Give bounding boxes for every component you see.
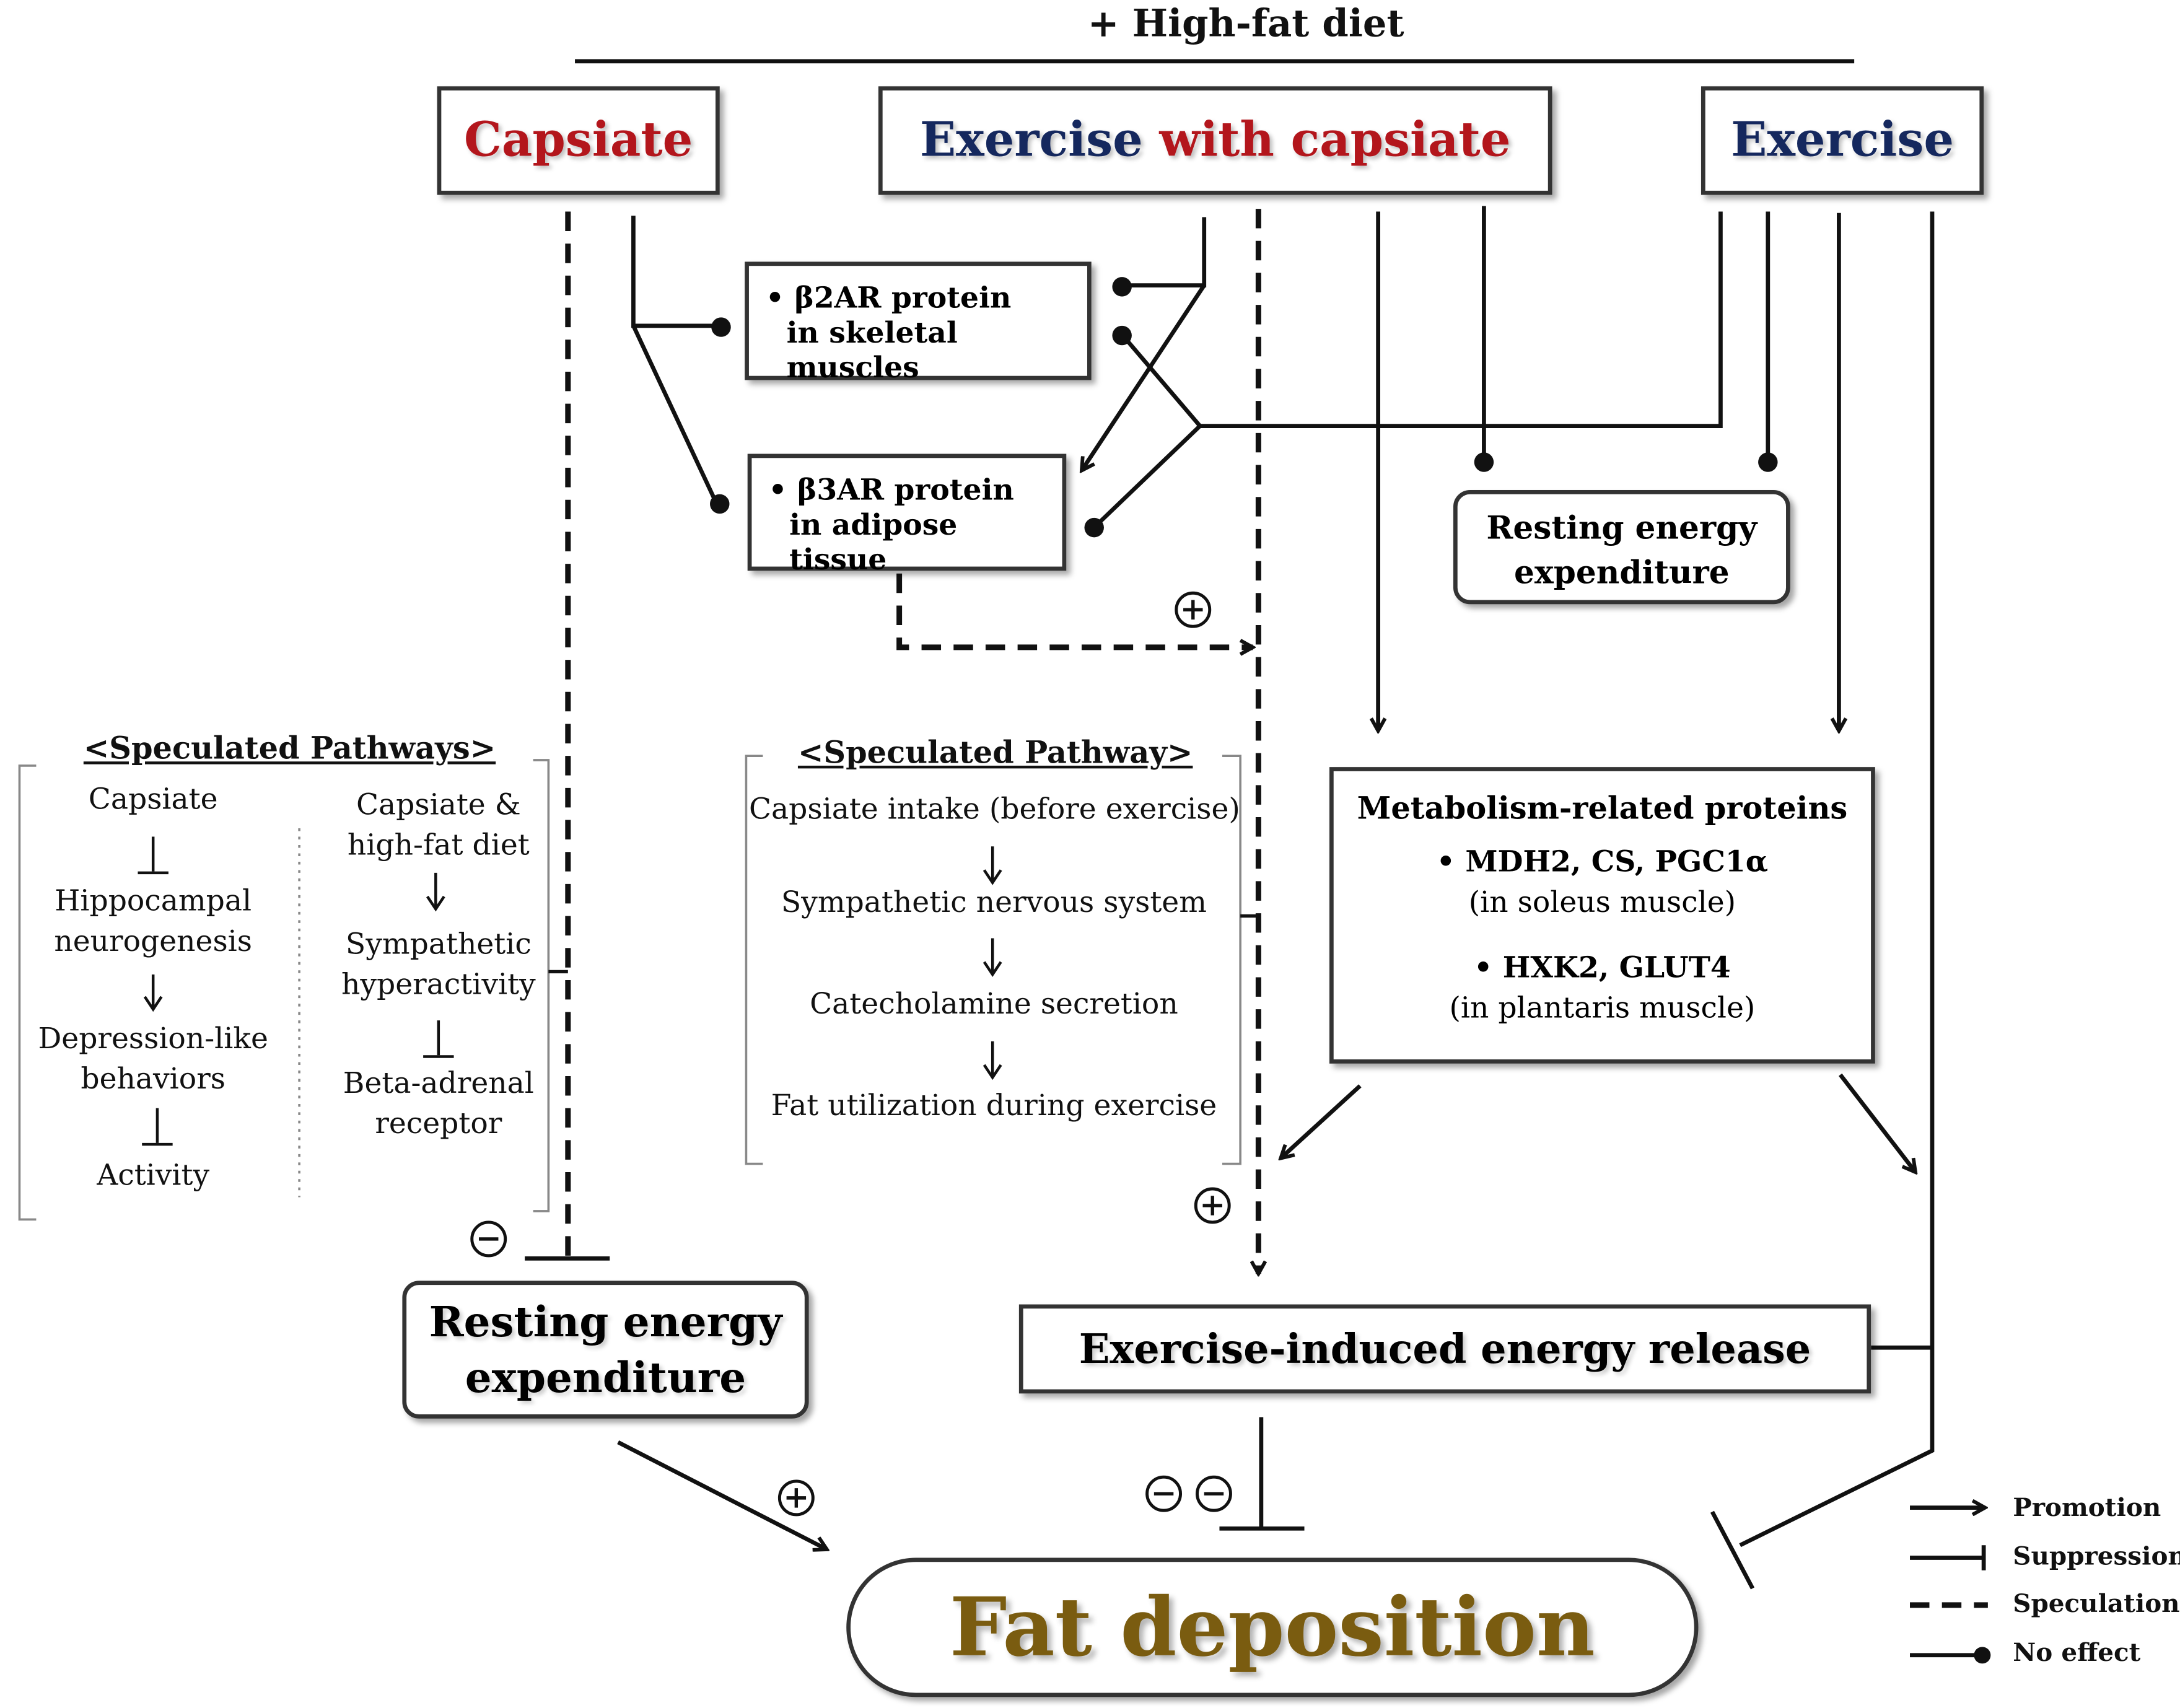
resting-energy-big-box: Resting energy expenditure xyxy=(402,1281,809,1419)
mid-step-4: Fat utilization during exercise xyxy=(771,1088,1217,1123)
left-col2-sympathetic: Sympathetic hyperactivity xyxy=(320,924,557,1005)
hippocampal-line2: neurogenesis xyxy=(54,924,253,958)
sympathetic-line2: hyperactivity xyxy=(341,967,536,1001)
metabolism-to-fat-arrow xyxy=(1838,1073,1915,1172)
metabolism-to-release-arrow xyxy=(1280,1084,1362,1158)
beta-line1: Beta-adrenal xyxy=(343,1066,534,1100)
high-fat-diet-label: + High-fat diet xyxy=(1087,2,1404,46)
b3ar-speculation-arrow xyxy=(896,573,1253,647)
metabolism-item2: • HXK2, GLUT4 xyxy=(1474,949,1731,984)
capsiate-to-b2ar-line xyxy=(631,216,713,328)
b3ar-line1: • β3AR protein xyxy=(768,471,1014,507)
exercise-with-capsiate-part2: with capsiate xyxy=(1159,113,1511,169)
resting-big-line2: expenditure xyxy=(465,1354,746,1404)
exercise-to-fat-line xyxy=(1739,211,1935,1548)
left-col1-depression: Depression-like behaviors xyxy=(28,1019,278,1100)
sympathetic-line1: Sympathetic xyxy=(345,927,532,961)
exercise-energy-release-box: Exercise-induced energy release xyxy=(1018,1304,1871,1394)
b3ar-line2: in adipose tissue xyxy=(789,506,958,577)
mid-step-1: Capsiate intake (before exercise) xyxy=(748,792,1240,826)
mid-step-3: Catecholamine secretion xyxy=(810,987,1178,1021)
depression-line2: behaviors xyxy=(81,1062,225,1096)
metabolism-item1: • MDH2, CS, PGC1α xyxy=(1436,843,1769,878)
exercise-with-capsiate-part1: Exercise xyxy=(919,113,1143,169)
metabolism-item1-sub: (in soleus muscle) xyxy=(1468,885,1736,919)
exercise-to-fat-bar xyxy=(1710,1510,1755,1590)
left-col1-hippocampal: Hippocampal neurogenesis xyxy=(28,881,278,961)
resting-small-line2: expenditure xyxy=(1514,554,1730,592)
capsiate-title: Capsiate xyxy=(464,113,693,169)
combo-to-b2ar-line xyxy=(1130,217,1207,288)
b3ar-box: • β3AR protein in adipose tissue xyxy=(747,453,1067,576)
legend-suppression: Suppression xyxy=(2013,1542,2180,1572)
capsiate-diet-line2: high-fat diet xyxy=(347,828,530,862)
resting-big-line1: Resting energy xyxy=(429,1299,782,1348)
beta-line2: receptor xyxy=(375,1106,502,1141)
legend-promotion: Promotion xyxy=(2013,1494,2161,1523)
resting-small-line1: Resting energy xyxy=(1486,509,1758,548)
exercise-to-b3ar-line xyxy=(1098,424,1202,524)
left-col2-beta: Beta-adrenal receptor xyxy=(320,1064,557,1144)
capsiate-diet-line1: Capsiate & xyxy=(356,787,521,821)
b2ar-line2: in skeletal muscles xyxy=(786,314,958,385)
capsiate-to-b3ar-line xyxy=(631,325,716,499)
speculated-pathways-title: <Speculated Pathways> xyxy=(83,730,496,768)
legend-speculation: Speculation xyxy=(2013,1590,2180,1619)
depression-line1: Depression-like xyxy=(38,1022,268,1056)
metabolism-item2-sub: (in plantaris muscle) xyxy=(1449,991,1756,1025)
resting-energy-small-box: Resting energy expenditure xyxy=(1453,489,1790,605)
speculated-pathway-title: <Speculated Pathway> xyxy=(797,735,1193,771)
metabolism-proteins-box: Metabolism-related proteins • MDH2, CS, … xyxy=(1329,767,1875,1064)
exercise-title: Exercise xyxy=(1731,113,1954,169)
left-col1-capsiate: Capsiate xyxy=(88,782,218,816)
exercise-to-b2ar-line xyxy=(1126,339,1202,427)
fat-deposition-box: Fat deposition xyxy=(846,1557,1699,1697)
exercise-to-receptors-line xyxy=(1200,211,1723,428)
mid-step-2: Sympathetic nervous system xyxy=(781,885,1207,919)
exercise-box: Exercise xyxy=(1701,86,1984,195)
capsiate-box: Capsiate xyxy=(437,86,720,195)
b2ar-line1: • β2AR protein xyxy=(765,279,1012,315)
left-col1-activity: Activity xyxy=(97,1158,210,1192)
b2ar-box: • β2AR protein in skeletal muscles xyxy=(745,261,1092,384)
legend-no-effect: No effect xyxy=(2013,1638,2141,1668)
left-col2-capsiate-diet: Capsiate & high-fat diet xyxy=(320,785,557,865)
fat-deposition-label: Fat deposition xyxy=(949,1580,1595,1675)
combo-to-b3ar-arrow xyxy=(1082,284,1206,471)
exercise-energy-release-label: Exercise-induced energy release xyxy=(1079,1325,1811,1373)
resting-to-fat-arrow xyxy=(617,1440,827,1549)
exercise-with-capsiate-box: Exercise with capsiate xyxy=(878,86,1552,195)
metabolism-title: Metabolism-related proteins xyxy=(1357,790,1848,827)
hippocampal-line1: Hippocampal xyxy=(55,883,252,918)
